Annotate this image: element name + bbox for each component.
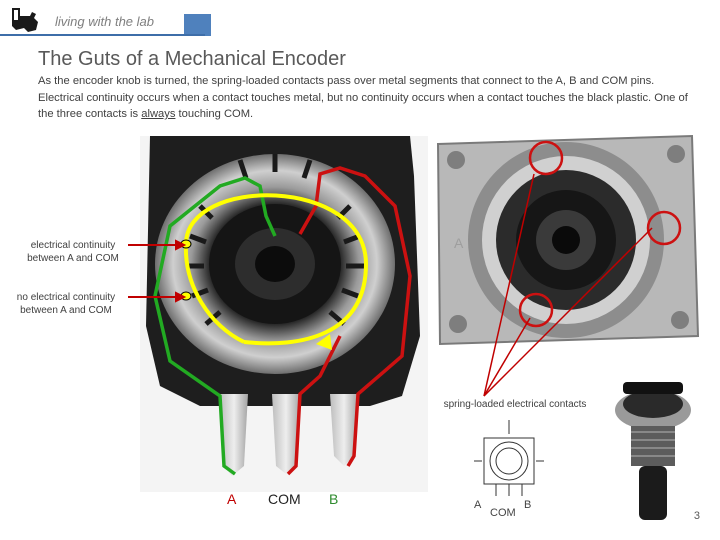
encoder-internals-photo [140,136,428,492]
diagram-com-label: COM [490,507,516,519]
encoder-schematic: A B COM [468,412,550,520]
diagram-a-label: A [474,499,482,511]
continuity-note-line1: electrical continuity [30,240,116,251]
no-continuity-note: no electrical continuity between A and C… [6,291,126,317]
diagram-b-label: B [524,499,531,511]
slide-title: The Guts of a Mechanical Encoder [38,48,346,70]
description-text-end: touching COM. [175,108,254,120]
header-accent-box [184,14,211,36]
encoder-wiper-photo: A [428,130,704,370]
no-continuity-note-line2: between A and COM [20,305,112,316]
wiper-a-label: A [454,235,464,251]
description-text-start: As the encoder knob is turned, the sprin… [38,75,688,120]
lab-logo-icon [10,6,40,34]
continuity-note: electrical continuity between A and COM [18,239,128,265]
pin-b-label: B [329,491,339,507]
contacts-note: spring-loaded electrical contacts [443,399,587,410]
pin-com-label: COM [268,491,301,507]
brand-text: living with the lab [55,14,154,29]
header-rule [0,34,205,36]
pin-a-label: A [227,491,237,507]
encoder-product-photo [603,374,703,526]
page-number: 3 [693,510,700,522]
description-emphasis: always [141,108,176,120]
slide-description: As the encoder knob is turned, the sprin… [38,73,693,123]
no-continuity-note-line1: no electrical continuity [16,292,116,303]
continuity-note-line2: between A and COM [27,253,119,264]
